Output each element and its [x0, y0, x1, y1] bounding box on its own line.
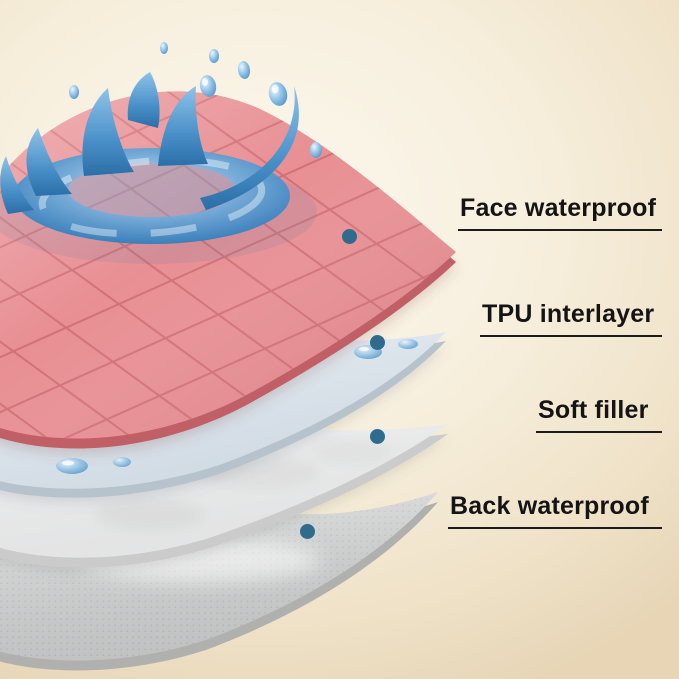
layer-label-tpu-interlayer: TPU interlayer	[482, 300, 655, 328]
layer-label-face-waterproof: Face waterproof	[460, 194, 657, 222]
layer-face-waterproof-graphic	[0, 91, 456, 449]
water-splash-graphic	[0, 42, 322, 264]
callout-dot-tpu-interlayer	[370, 335, 385, 350]
callout-dot-back-waterproof	[300, 524, 315, 539]
callout-line-tpu-interlayer	[480, 335, 662, 337]
callout-line-back-waterproof	[448, 527, 662, 529]
layer-label-back-waterproof: Back waterproof	[450, 492, 649, 520]
callout-dot-face-waterproof	[342, 229, 357, 244]
tpu-water-droplets	[56, 339, 418, 474]
callout-line-face-waterproof	[458, 229, 662, 231]
callout-dot-soft-filler	[370, 429, 385, 444]
splash-droplets	[69, 42, 322, 158]
callout-line-soft-filler	[536, 431, 662, 433]
layer-label-soft-filler: Soft filler	[538, 396, 649, 424]
